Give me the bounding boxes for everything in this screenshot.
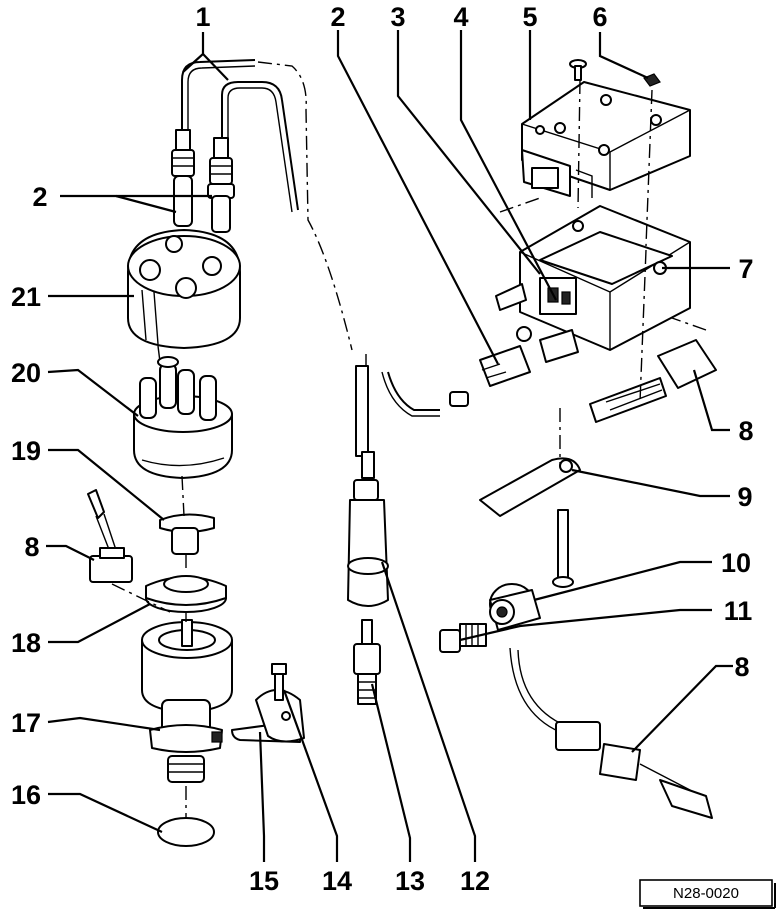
distributor-housing [141, 619, 233, 783]
spark-plug-connector-right [207, 137, 235, 233]
distributor-shield-cap [127, 229, 241, 349]
callout-19: 19 [11, 436, 41, 466]
coil-high-tension-socket [449, 345, 531, 407]
callout-2-top: 2 [330, 2, 345, 32]
callout-20: 20 [11, 358, 41, 388]
callout-18: 18 [11, 628, 41, 658]
callout-10: 10 [721, 548, 751, 578]
distributor-cap [133, 356, 233, 479]
callout-12: 12 [460, 866, 490, 896]
reference-code: N28-0020 [673, 885, 739, 902]
callout-8-hall: 8 [24, 532, 39, 562]
callout-3: 3 [390, 2, 405, 32]
ignition-lead-set [181, 59, 440, 417]
control-unit-cover [521, 81, 691, 198]
nut [643, 73, 661, 87]
callout-14: 14 [322, 866, 352, 896]
callout-11: 11 [724, 596, 753, 626]
callout-13: 13 [395, 866, 425, 896]
callout-labels: 1 2 2 3 4 5 6 7 8 8 8 9 10 11 12 13 14 1… [11, 2, 754, 896]
knock-sensor [489, 583, 541, 631]
callout-17: 17 [11, 708, 41, 738]
callout-9: 9 [737, 482, 752, 512]
callout-8-knock: 8 [734, 652, 749, 682]
leader-lines [46, 30, 733, 862]
screw [569, 59, 587, 81]
callout-8-coil: 8 [738, 416, 753, 446]
coil-wiring-connector [589, 339, 717, 423]
callout-16: 16 [11, 780, 41, 810]
clamp-plate-and-bolt [231, 663, 305, 743]
dust-cover [145, 575, 227, 613]
callout-15: 15 [249, 866, 279, 896]
spark-plug-lead [347, 365, 389, 607]
hall-sender-connector [87, 489, 133, 583]
bracket-bolt [552, 509, 574, 588]
ignition-coil-housing [495, 205, 691, 363]
o-ring [157, 817, 215, 847]
assembly-guide-lines [111, 79, 707, 818]
callout-2-left: 2 [32, 182, 47, 212]
callout-1: 1 [195, 2, 210, 32]
callout-4: 4 [453, 2, 468, 32]
knock-sensor-connector [509, 647, 713, 819]
mounting-bracket [479, 457, 581, 517]
callout-5: 5 [522, 2, 537, 32]
reference-code-box: N28-0020 [639, 879, 776, 909]
callout-21: 21 [11, 282, 41, 312]
distributor-rotor [159, 513, 215, 555]
callout-6: 6 [592, 2, 607, 32]
spark-plug-connector-left [171, 129, 195, 227]
spark-plug [353, 619, 381, 705]
knock-sensor-bolt [439, 623, 487, 653]
callout-7: 7 [738, 254, 753, 284]
